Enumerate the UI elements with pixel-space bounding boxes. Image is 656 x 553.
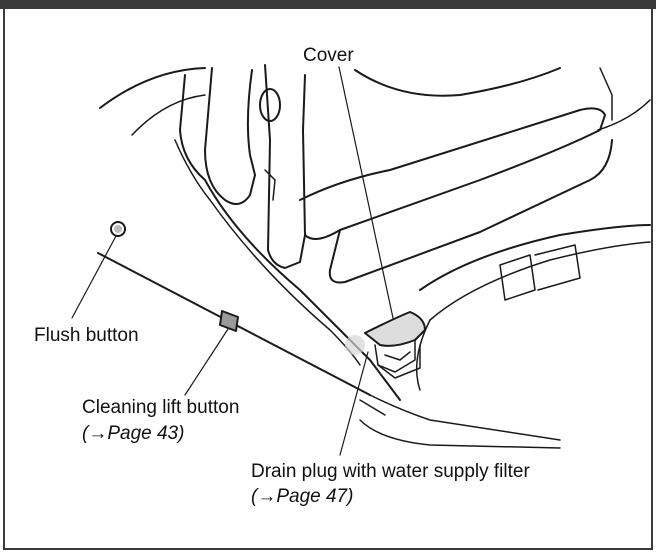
label-drain-plug: Drain plug with water supply filter [251, 461, 530, 482]
hinge-pivot [259, 88, 281, 122]
label-cleaning-lift-ref: (→Page 43) [82, 423, 185, 444]
tank-top-panel [299, 107, 606, 240]
label-drain-plug-ref: (→Page 47) [251, 486, 354, 507]
leader-cover [338, 66, 394, 319]
cleaning-lift-button-shape [219, 310, 239, 332]
lid-edge-upper-left-inner [131, 94, 206, 136]
drain-cover-shape [364, 311, 426, 347]
seat-outline [179, 74, 401, 401]
leader-flush [71, 235, 117, 319]
side-panel [499, 254, 536, 301]
frame-border [3, 9, 653, 550]
bowl-rim-outer [419, 224, 651, 291]
flush-button-shape [110, 221, 126, 237]
leader-cleaning-lift [184, 328, 229, 396]
label-cleaning-lift-button: Cleaning lift button [82, 397, 240, 418]
hinge-arm-right [264, 64, 306, 269]
leader-drain-plug [339, 351, 369, 456]
bowl-rim-inner [429, 241, 651, 321]
seat-inner-edge [174, 139, 361, 366]
tank-front-face [328, 139, 613, 284]
hinge-arm-left [204, 67, 256, 205]
label-cover: Cover [303, 45, 354, 66]
top-bar [0, 0, 656, 9]
label-flush-button: Flush button [34, 325, 139, 346]
cover-top-curve [354, 67, 561, 97]
lid-edge-upper-left [99, 67, 206, 109]
